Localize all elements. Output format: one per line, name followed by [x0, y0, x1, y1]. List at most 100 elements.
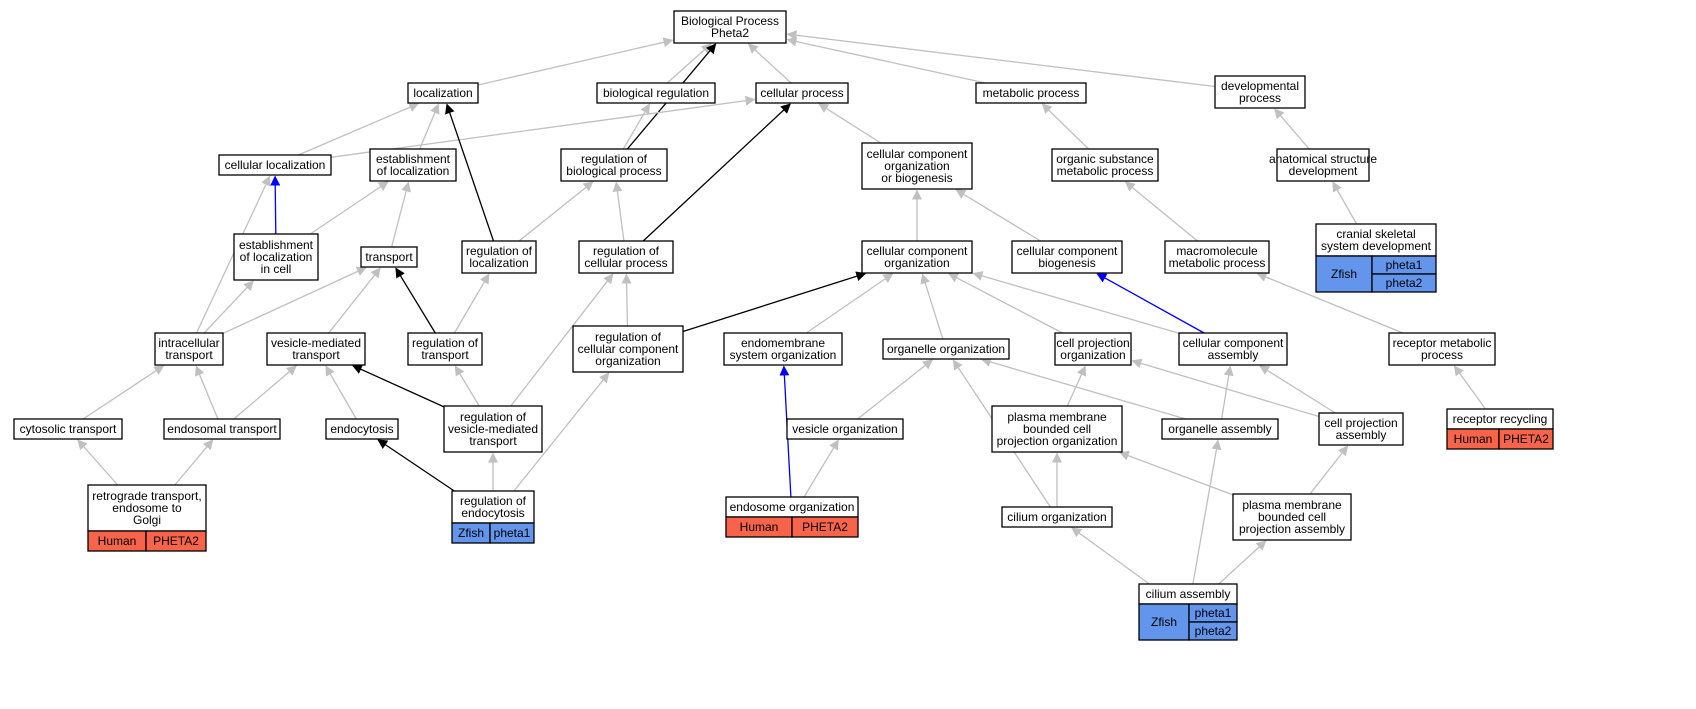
edge-mmp-to-osmp: [1124, 181, 1198, 242]
go-term-orgorg[interactable]: organelle organization: [882, 338, 1010, 360]
edge-cellproc-to-bp: [747, 43, 792, 84]
node-box: [13, 418, 123, 440]
node-label: assembly: [1336, 428, 1387, 442]
edge-rteg-to-cyto: [77, 439, 119, 486]
edge-line: [1192, 439, 1222, 585]
go-term-transport[interactable]: transport: [360, 246, 418, 268]
edges-layer: [77, 30, 1487, 585]
edge-dev-to-bp: [786, 30, 1216, 88]
organism-label: Zfish: [1331, 267, 1357, 281]
edge-line: [1118, 450, 1234, 496]
node-label: regulation of: [412, 336, 479, 350]
go-term-vesorg[interactable]: vesicle organization: [786, 418, 904, 440]
edge-regtr-to-regloc: [453, 273, 490, 334]
node-label: receptor recycling: [1453, 412, 1548, 426]
go-term-orgasm[interactable]: organelle assembly: [1161, 418, 1279, 440]
term-box: [87, 484, 207, 532]
node-label: anatomical structure: [1269, 152, 1377, 166]
node-label: regulation of: [595, 330, 662, 344]
gene-cell: [791, 516, 859, 538]
node-label: projection organization: [997, 434, 1118, 448]
edge-cpo-to-cco: [948, 273, 1063, 334]
gene-label: pheta2: [1195, 624, 1232, 638]
edge-eso-to-cco: [805, 273, 894, 334]
edge-bioreg-to-bp: [666, 43, 712, 84]
annotated-term-rteg[interactable]: retrograde transport,endosome toGolgiHum…: [87, 484, 207, 552]
node-box: [325, 418, 399, 440]
edge-osmp-to-metab: [1041, 103, 1090, 150]
edge-vmt-to-transport: [328, 267, 381, 334]
go-term-cellloc[interactable]: cellular localization: [218, 154, 332, 176]
node-label: of localization: [240, 250, 313, 264]
edge-cpa-to-cca: [1259, 365, 1336, 414]
node-box: [266, 332, 366, 366]
node-label: biological process: [566, 164, 661, 178]
edge-line: [453, 273, 490, 334]
node-box: [755, 82, 849, 104]
node-box: [1051, 148, 1159, 182]
go-term-bioreg[interactable]: biological regulation: [596, 82, 716, 104]
node-label: macromolecule: [1176, 244, 1258, 258]
go-term-cellproc[interactable]: cellular process: [755, 82, 849, 104]
node-label: plasma membrane: [1007, 410, 1107, 424]
node-label: assembly: [1208, 348, 1259, 362]
node-box: [1388, 332, 1496, 366]
edge-transport-to-estloc: [390, 181, 411, 248]
node-box: [1164, 240, 1270, 274]
node-label: endocytosis: [330, 422, 393, 436]
node-label: plasma membrane: [1242, 498, 1342, 512]
edge-cellloc-to-loc: [298, 102, 420, 156]
go-term-endocyt[interactable]: endocytosis: [325, 418, 399, 440]
edge-regloc-to-regbp: [518, 181, 594, 242]
gene-label: PHETA2: [153, 534, 199, 548]
go-term-cilorg[interactable]: cilium organization: [1001, 506, 1113, 528]
go-term-loc[interactable]: localization: [407, 82, 479, 104]
go-term-metab[interactable]: metabolic process: [975, 82, 1087, 104]
gene-cell: [1371, 273, 1437, 293]
edge-line: [390, 181, 411, 248]
edge-line: [518, 181, 594, 242]
go-term-endotr[interactable]: endosomal transport: [163, 418, 281, 440]
node-label: transport: [292, 348, 340, 362]
node-label: cilium assembly: [1146, 587, 1231, 601]
go-term-cyto[interactable]: cytosolic transport: [13, 418, 123, 440]
edge-line: [377, 439, 455, 492]
node-label: Biological Process: [681, 14, 779, 28]
gene-cell: [1498, 428, 1554, 450]
node-label: establishment: [376, 152, 451, 166]
edge-line: [857, 359, 933, 420]
node-label: vesicle-mediated: [271, 336, 361, 350]
edge-pmbcpa-to-cpa: [1309, 445, 1349, 495]
